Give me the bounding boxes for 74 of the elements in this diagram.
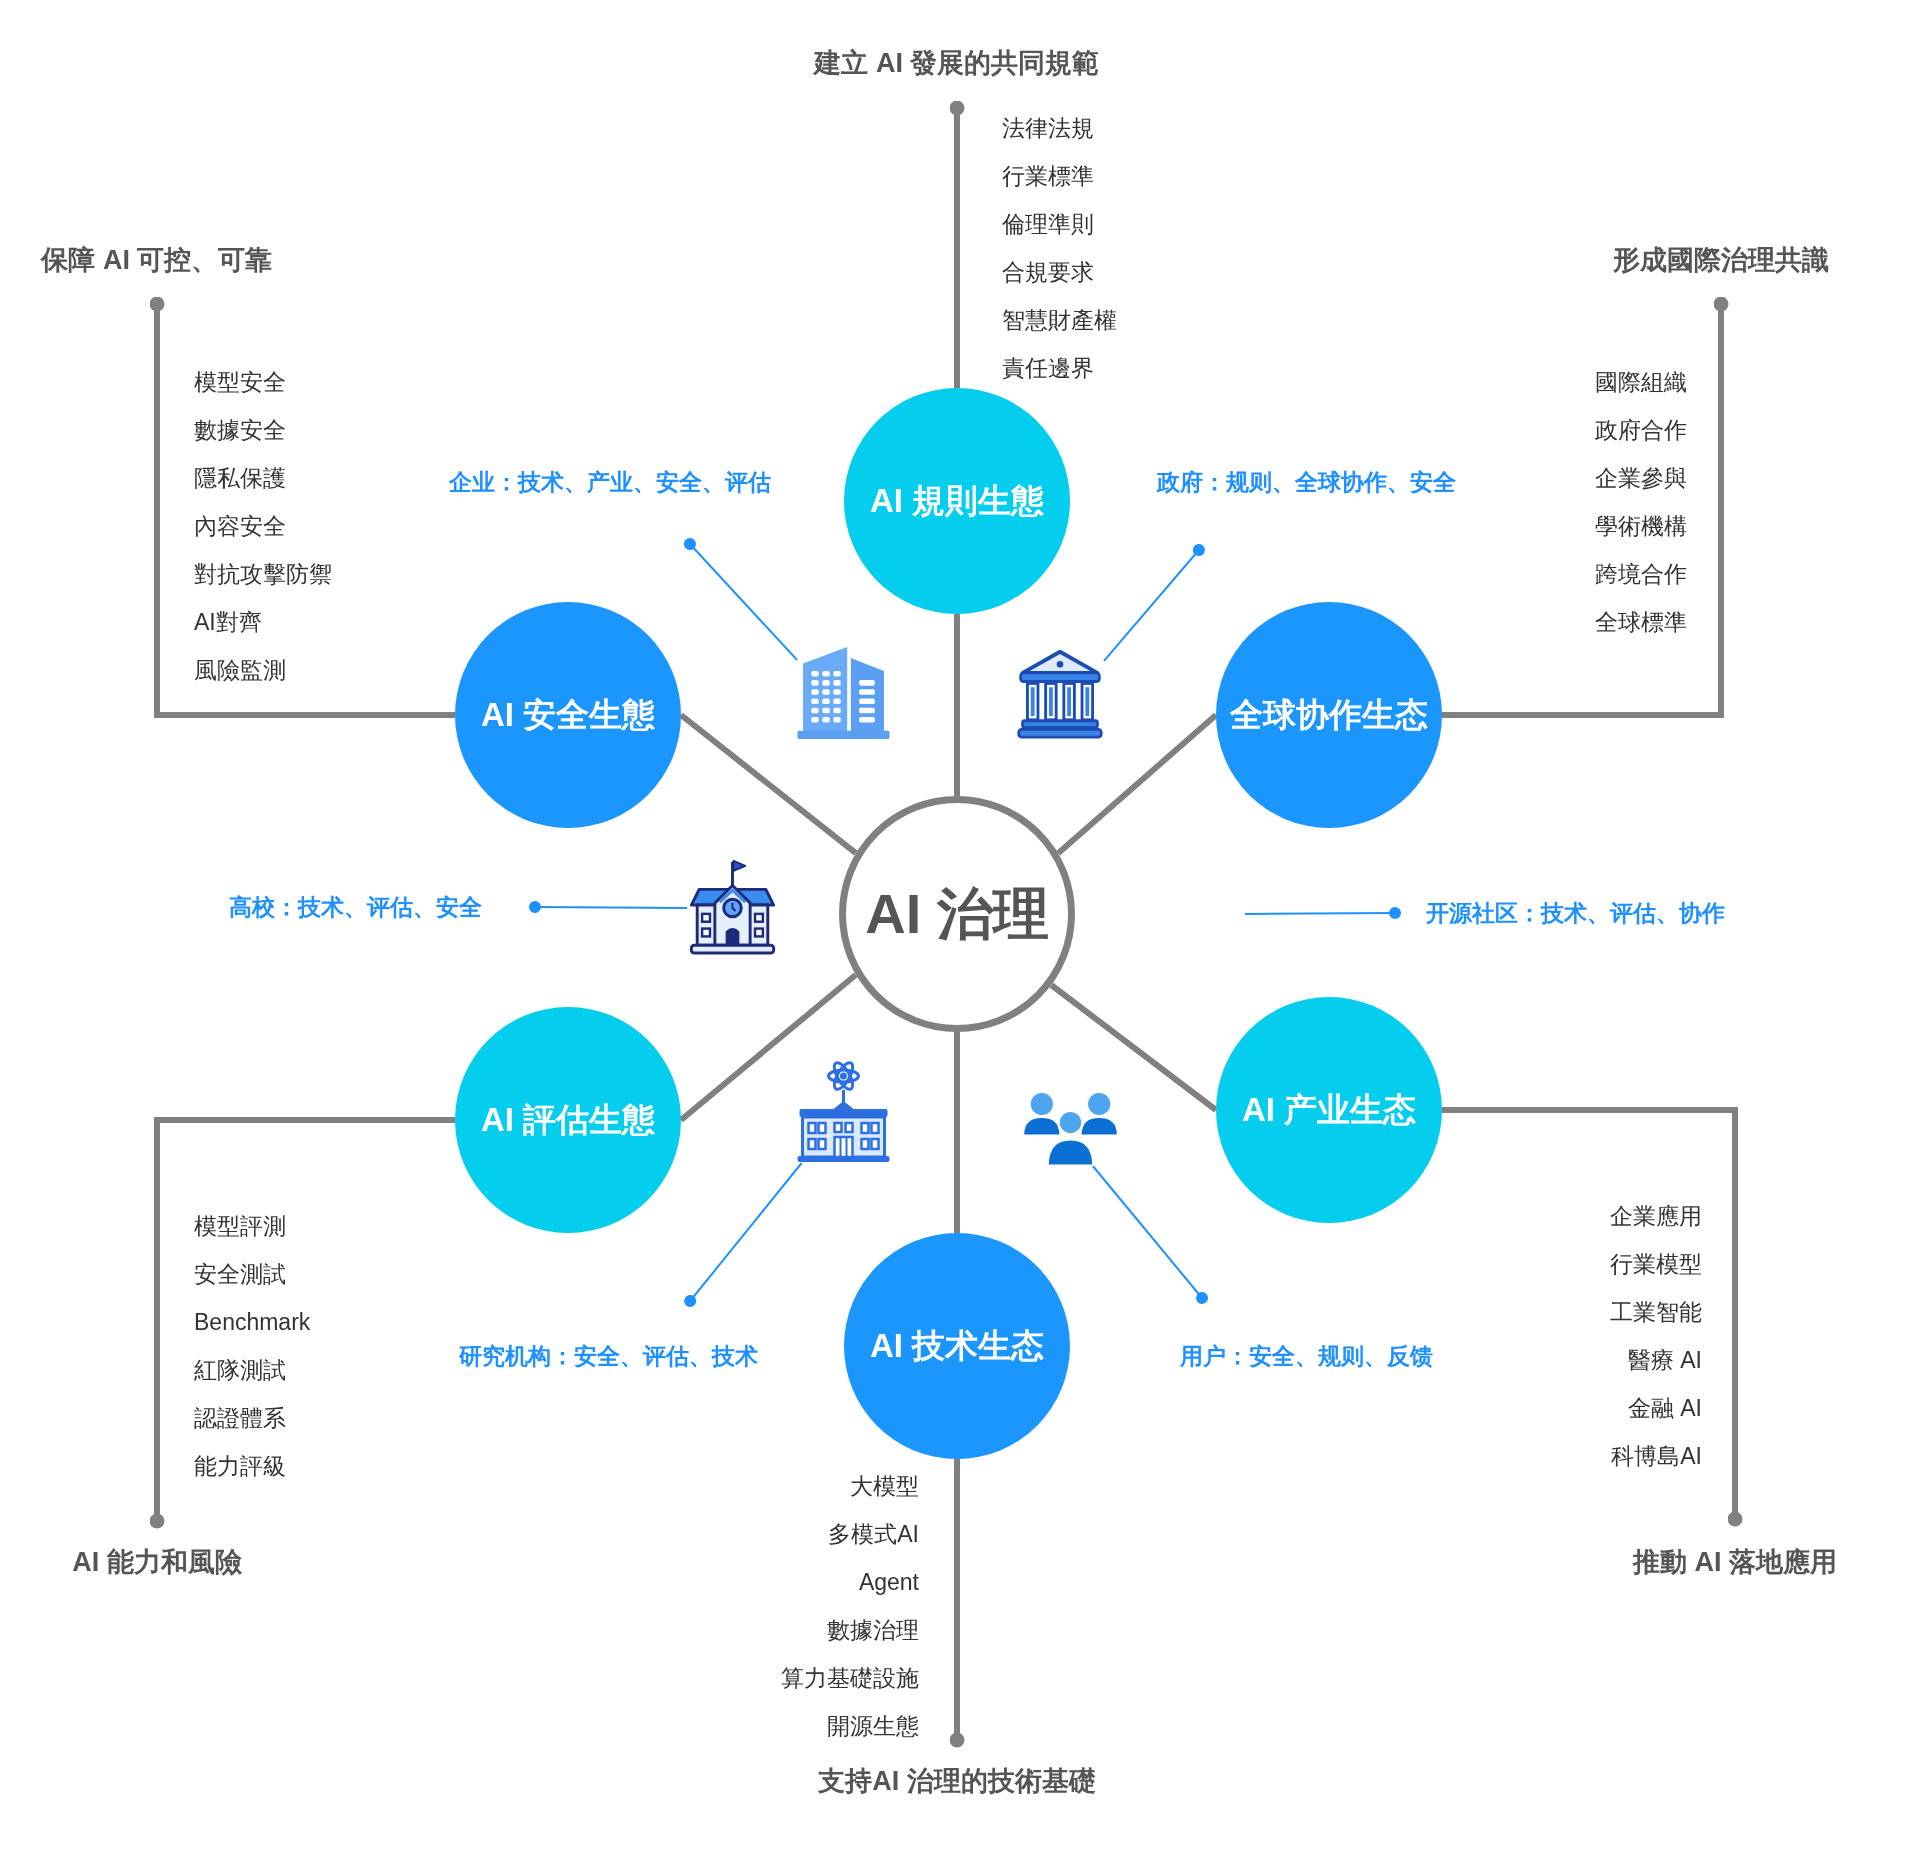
ecosystem-name: AI 評估生態 — [480, 1100, 656, 1140]
branch-item: 國際組織 — [1595, 368, 1687, 396]
leader-line — [1091, 1165, 1208, 1304]
leader-line — [1103, 544, 1205, 662]
goal-title: 支持AI 治理的技術基礎 — [818, 1765, 1096, 1798]
branch-item: 責任邊界 — [1002, 354, 1094, 382]
connector-line — [1049, 982, 1218, 1113]
goal-title: 推動 AI 落地應用 — [1633, 1546, 1837, 1579]
stakeholder-label: 用户：安全、规则、反馈 — [1180, 1342, 1433, 1370]
branch-item: 法律法規 — [1002, 114, 1094, 142]
connector-line — [679, 712, 858, 856]
branch-item: 工業智能 — [1610, 1298, 1702, 1326]
goal-title: 保障 AI 可控、可靠 — [41, 244, 273, 277]
stakeholder-label: 政府：规则、全球协作、安全 — [1157, 468, 1456, 496]
connector-line — [954, 614, 960, 796]
stakeholder-label: 开源社区：技术、评估、协作 — [1426, 899, 1725, 927]
branch-item: 倫理準則 — [1002, 210, 1094, 238]
stakeholder-label: 高校：技术、评估、安全 — [229, 893, 482, 921]
ecosystem-name: 全球协作生态 — [1230, 695, 1428, 735]
goal-title: AI 能力和風險 — [72, 1546, 242, 1579]
leader-line — [529, 901, 688, 913]
branch-item: 醫療 AI — [1627, 1346, 1702, 1374]
ecosystem-name: AI 产业生态 — [1241, 1090, 1417, 1130]
connector-line — [1056, 712, 1218, 856]
branch-item: 行業模型 — [1610, 1250, 1702, 1278]
branch-item: 行業標準 — [1002, 162, 1094, 190]
branch-item: 數據治理 — [827, 1616, 919, 1644]
connector-line — [954, 1032, 960, 1233]
connector-line — [949, 100, 965, 388]
leader-line — [683, 538, 798, 661]
branch-item: 智慧財產權 — [1002, 306, 1117, 334]
goal-title: 形成國際治理共識 — [1613, 244, 1829, 277]
branch-item: 模型評測 — [194, 1212, 286, 1240]
branch-item: 學術機構 — [1595, 512, 1687, 540]
goal-title: 建立 AI 發展的共同規範 — [814, 47, 1100, 80]
ecosystem-name: AI 安全生態 — [480, 695, 656, 735]
branch-item: 科博島AI — [1611, 1442, 1702, 1470]
branch-item: 大模型 — [850, 1472, 919, 1500]
leader-line — [684, 1162, 803, 1307]
branch-item: 隱私保護 — [194, 464, 286, 492]
branch-item: 全球標準 — [1595, 608, 1687, 636]
stakeholder-label: 企业：技术、产业、安全、评估 — [448, 468, 771, 496]
branch-item: 對抗攻擊防禦 — [194, 560, 332, 588]
connector-line — [679, 972, 858, 1123]
branch-item: 算力基礎設施 — [781, 1664, 919, 1692]
branch-item: 數據安全 — [194, 416, 286, 444]
branch-item: Benchmark — [194, 1308, 311, 1336]
branch-item: 安全測試 — [194, 1260, 286, 1288]
branch-item: AI對齊 — [194, 608, 262, 636]
connector-line — [1442, 296, 1729, 718]
branch-item: 合規要求 — [1002, 258, 1094, 286]
connector-line — [1442, 1107, 1743, 1527]
ecosystem-name: AI 技术生态 — [869, 1326, 1045, 1366]
branch-item: 模型安全 — [194, 368, 286, 396]
branch-item: 政府合作 — [1595, 416, 1687, 444]
branch-item: 多模式AI — [828, 1520, 919, 1548]
leader-line — [1244, 907, 1401, 919]
branch-item: 紅隊測試 — [194, 1356, 286, 1384]
branch-item: 風險監測 — [194, 656, 286, 684]
connector-line — [149, 296, 455, 718]
branch-item: 認證體系 — [194, 1404, 286, 1432]
branch-item: 跨境合作 — [1595, 560, 1687, 588]
branch-item: 金融 AI — [1627, 1394, 1702, 1422]
stakeholder-label: 研究机构：安全、评估、技术 — [459, 1342, 758, 1370]
branch-item: 能力評級 — [194, 1452, 286, 1480]
branch-item: 開源生態 — [827, 1712, 919, 1740]
ecosystem-name: AI 規則生態 — [869, 481, 1045, 521]
connector-line — [149, 1117, 455, 1529]
branch-item: 企業應用 — [1610, 1202, 1702, 1230]
branch-item: Agent — [858, 1568, 919, 1596]
hub-title: AI 治理 — [865, 882, 1049, 946]
branch-item: 企業參與 — [1595, 464, 1687, 492]
connector-line — [949, 1459, 965, 1748]
branch-item: 內容安全 — [194, 512, 286, 540]
